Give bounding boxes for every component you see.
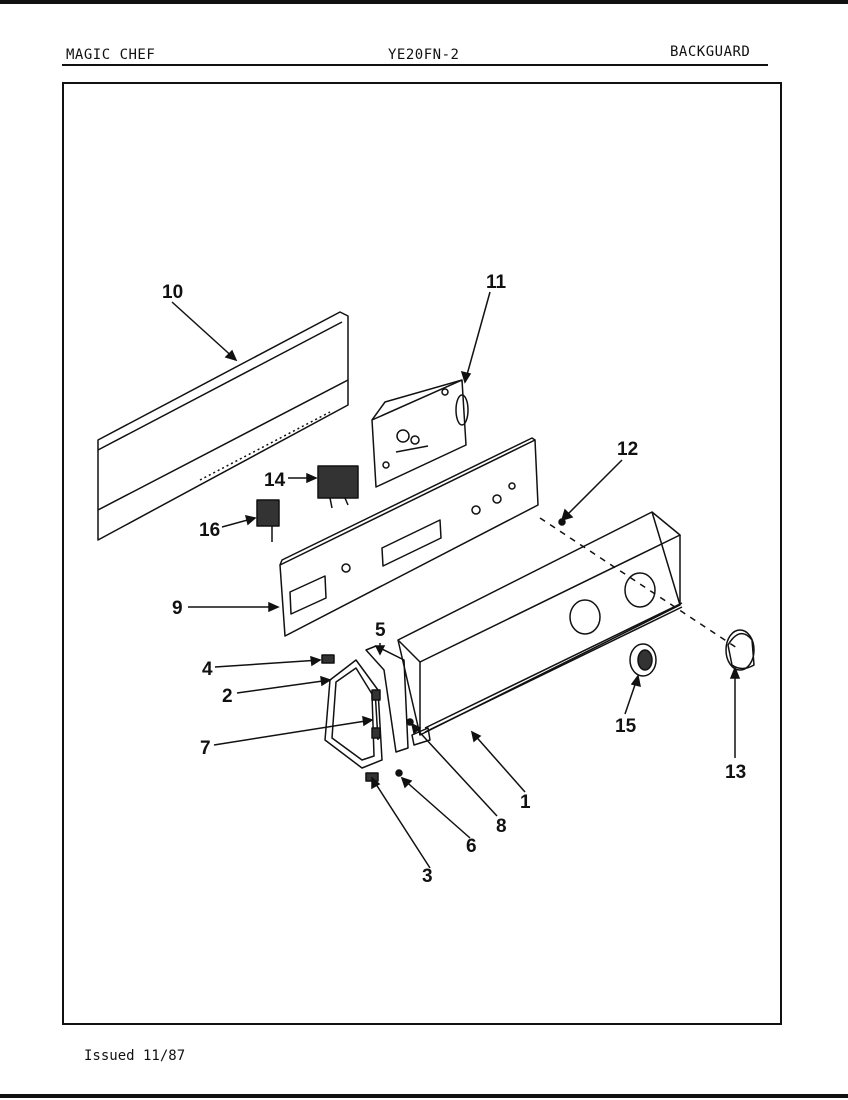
- callout-15: 15: [615, 716, 637, 737]
- callouts: 10 11 12 14 16 9 5 4 2 7 3 6 8 1 15 13: [162, 272, 746, 887]
- part-1-backguard-housing: [397, 511, 683, 746]
- brand-label: MAGIC CHEF: [66, 47, 156, 63]
- callout-14: 14: [264, 470, 286, 491]
- callout-2: 2: [222, 686, 233, 707]
- diagram-frame: [62, 82, 782, 1025]
- callout-7: 7: [200, 738, 211, 759]
- part-16-switch: [256, 499, 280, 542]
- part-14-switch: [317, 465, 359, 509]
- part-9-panel-bracket: [279, 437, 539, 637]
- callout-13: 13: [725, 762, 746, 783]
- part-15-knob: [629, 643, 657, 677]
- callout-10: 10: [162, 282, 183, 303]
- issued-date: Issued 11/87: [84, 1048, 186, 1064]
- callout-5: 5: [375, 620, 386, 641]
- part-4-clip: [321, 654, 335, 664]
- callout-8: 8: [496, 816, 507, 837]
- model-label: YE20FN-2: [388, 47, 460, 63]
- part-11-control-board: [371, 379, 469, 488]
- part-13-knob: [725, 629, 755, 671]
- callout-6: 6: [466, 836, 477, 857]
- part-2-end-cap: [324, 659, 383, 769]
- callout-16: 16: [199, 520, 220, 541]
- callout-3: 3: [422, 866, 433, 887]
- callout-11: 11: [486, 272, 507, 293]
- section-label: BACKGUARD: [670, 44, 751, 60]
- callout-9: 9: [172, 598, 183, 619]
- callout-12: 12: [617, 439, 638, 460]
- bottom-border: [0, 1094, 848, 1098]
- top-border: [0, 0, 848, 4]
- part-6-screw: [395, 769, 403, 777]
- callout-4: 4: [202, 659, 213, 680]
- callout-1: 1: [520, 792, 531, 813]
- header-rule: [62, 64, 768, 66]
- part-10-top-trim: [97, 311, 349, 541]
- part-7-spring: [371, 689, 381, 741]
